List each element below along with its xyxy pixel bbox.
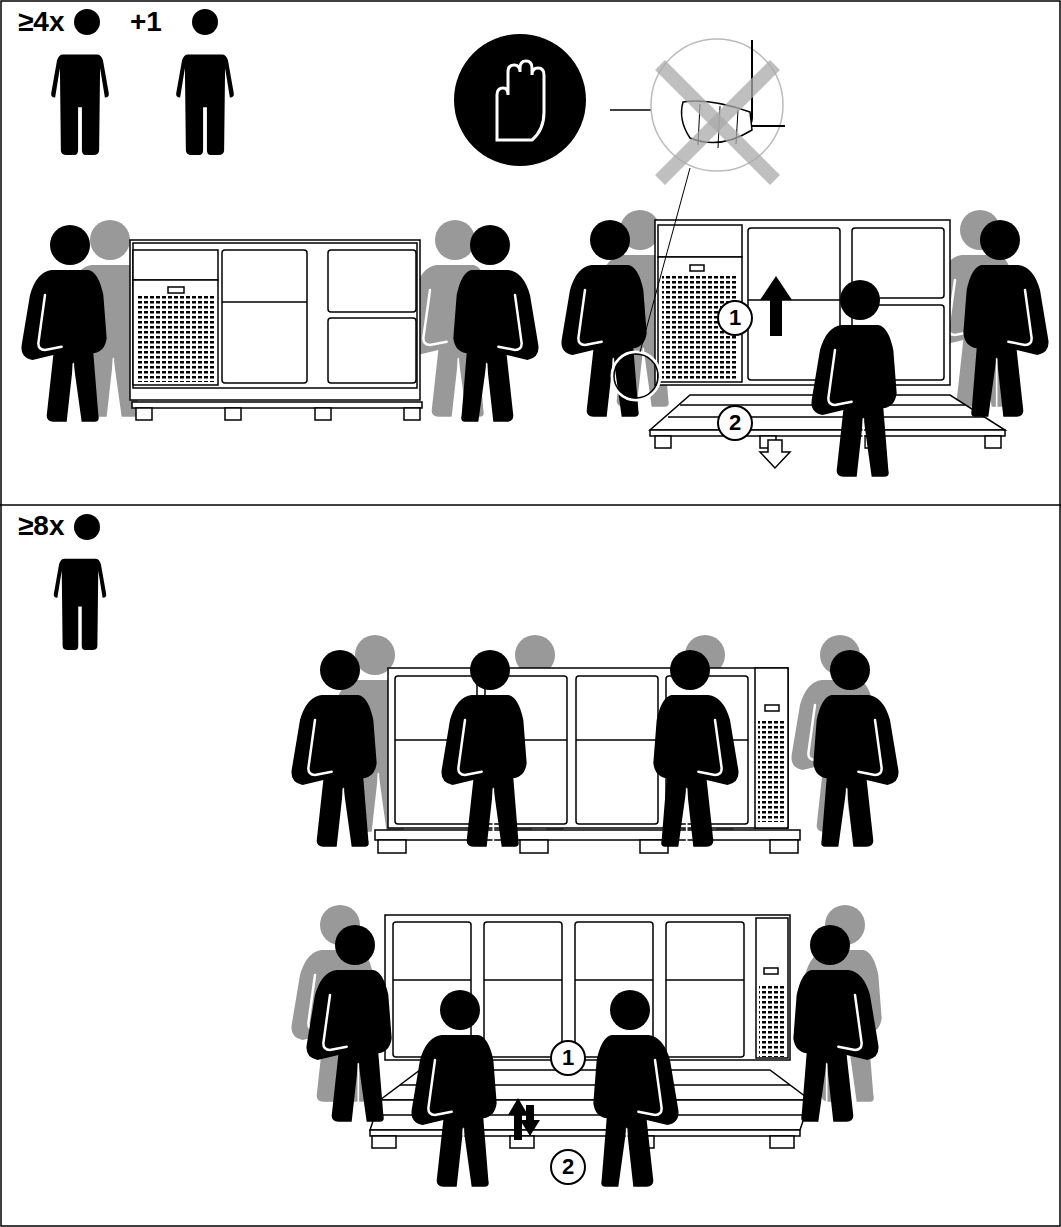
person-count: +1: [130, 8, 162, 36]
callout-number: 2: [722, 410, 748, 436]
callout-number: 2: [555, 1154, 581, 1180]
callout-number: 1: [555, 1045, 581, 1071]
person-count: ≥4x: [18, 8, 65, 36]
person-count: ≥8x: [18, 512, 65, 540]
callout-number: 1: [722, 305, 748, 331]
